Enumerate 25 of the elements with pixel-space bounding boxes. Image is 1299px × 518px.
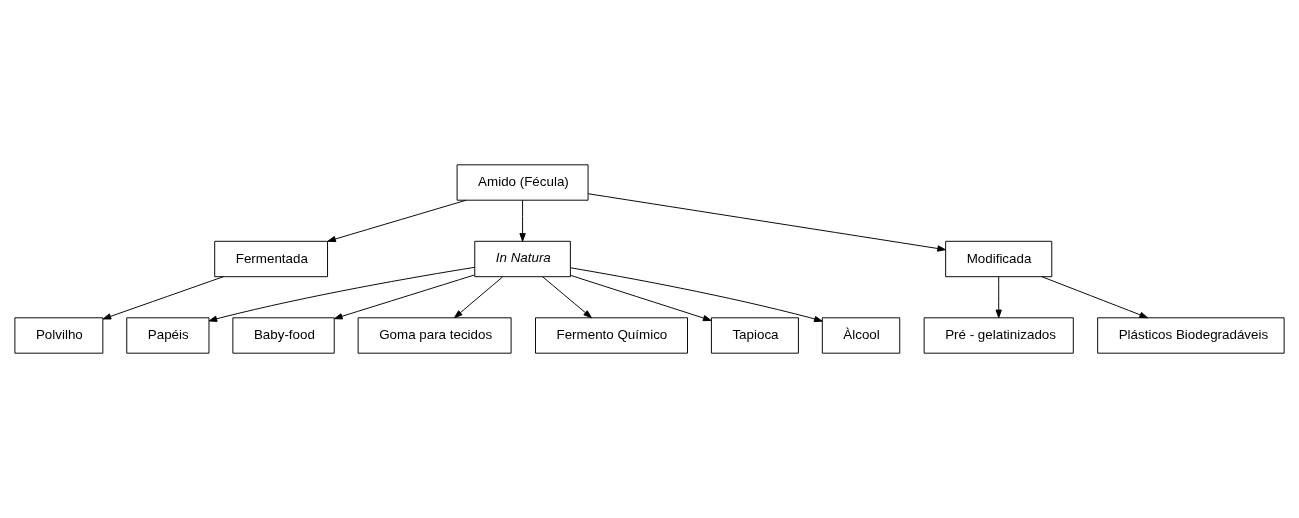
node-box: Amido (Fécula) bbox=[456, 164, 589, 201]
node-box: Fermento Químico bbox=[535, 317, 688, 354]
arrow bbox=[208, 266, 476, 322]
node-box: Polvilho bbox=[14, 317, 104, 354]
arrow bbox=[587, 193, 946, 252]
arrow bbox=[995, 276, 1002, 319]
node-box: Modificada bbox=[945, 240, 1053, 278]
node-box: Plásticos Biodegradáveis bbox=[1097, 317, 1285, 354]
node-box: Fermentada bbox=[214, 240, 328, 278]
arrow bbox=[519, 199, 526, 242]
arrow bbox=[569, 274, 712, 322]
node-box: Goma para tecidos bbox=[357, 317, 512, 354]
arrow bbox=[454, 276, 504, 319]
arrow bbox=[333, 274, 475, 320]
node-box: Baby-food bbox=[232, 317, 335, 354]
node-box: In Natura bbox=[474, 240, 571, 278]
arrow bbox=[1041, 276, 1149, 319]
node-box: Pré - gelatinizados bbox=[923, 317, 1074, 354]
node-box: Àlcool bbox=[821, 317, 901, 354]
arrow bbox=[102, 276, 224, 320]
arrow bbox=[570, 267, 823, 323]
arrow bbox=[327, 199, 467, 243]
arrow bbox=[542, 276, 592, 319]
node-box: Tapioca bbox=[710, 317, 799, 354]
node-box: Papéis bbox=[126, 317, 210, 354]
